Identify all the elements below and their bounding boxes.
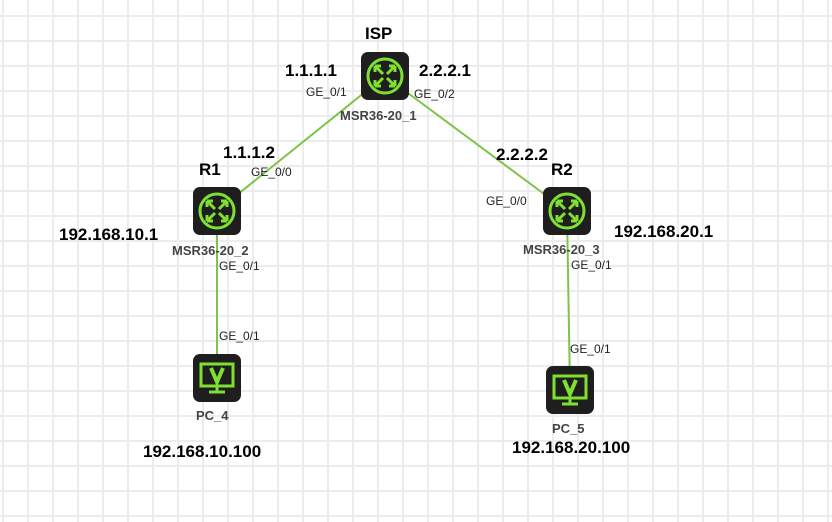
router-icon (548, 192, 586, 230)
port-pc4-ge01: GE_0/1 (219, 329, 260, 343)
port-r1-ge00: GE_0/0 (251, 165, 292, 179)
r1-device-name: MSR36-20_2 (172, 243, 249, 258)
r2-title: R2 (551, 160, 573, 179)
ip-pc4: 192.168.10.100 (143, 442, 262, 461)
port-pc5-ge01: GE_0/1 (570, 342, 611, 356)
ip-isp-ge01: 1.1.1.1 (285, 61, 337, 80)
port-r1-ge01: GE_0/1 (219, 259, 260, 273)
link-isp-r1[interactable] (216, 75, 386, 212)
isp-title: ISP (365, 24, 393, 43)
r1-title: R1 (199, 160, 221, 179)
pc5-device-name: PC_5 (552, 421, 585, 436)
ip-isp-ge02: 2.2.2.1 (419, 61, 471, 80)
ip-r1-lan: 192.168.10.1 (59, 225, 159, 244)
port-isp-ge01: GE_0/1 (306, 85, 347, 99)
r2-device-name: MSR36-20_3 (523, 242, 600, 257)
pc-5[interactable] (546, 366, 594, 414)
link-isp-r2[interactable] (384, 75, 568, 212)
monitor-icon (552, 374, 588, 406)
isp-device-name: MSR36-20_1 (340, 108, 417, 123)
link-r2-pc5[interactable] (566, 210, 571, 391)
port-isp-ge02: GE_0/2 (414, 87, 455, 101)
router-icon (198, 192, 236, 230)
router-icon (366, 57, 404, 95)
router-r1[interactable] (193, 187, 241, 235)
pc4-device-name: PC_4 (196, 408, 229, 423)
pc-4[interactable] (193, 354, 241, 402)
ip-r2-ge00: 2.2.2.2 (496, 145, 548, 164)
router-isp[interactable] (361, 52, 409, 100)
port-r2-ge00: GE_0/0 (486, 194, 527, 208)
port-r2-ge01: GE_0/1 (571, 258, 612, 272)
monitor-icon (199, 362, 235, 394)
ip-r2-lan: 192.168.20.1 (614, 222, 714, 241)
ip-r1-ge00: 1.1.1.2 (223, 143, 275, 162)
ip-pc5: 192.168.20.100 (512, 438, 631, 457)
router-r2[interactable] (543, 187, 591, 235)
